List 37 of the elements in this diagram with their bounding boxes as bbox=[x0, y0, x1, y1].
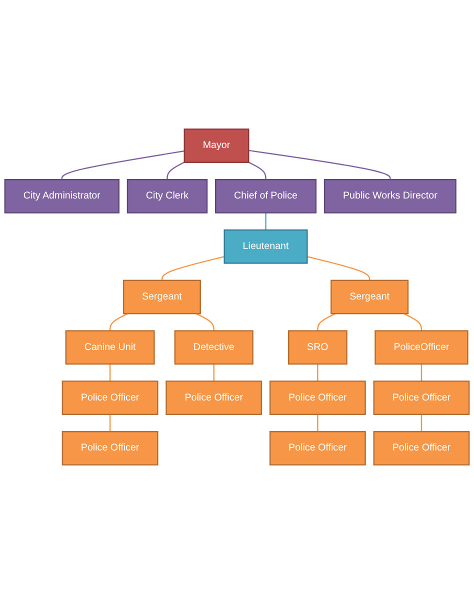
connector bbox=[420, 414, 422, 432]
connector bbox=[248, 162, 266, 180]
node-box: Chief of Police bbox=[215, 178, 317, 214]
connector bbox=[317, 414, 318, 432]
node-box: Police Officer bbox=[373, 380, 470, 416]
node-box: PoliceOfficer bbox=[374, 330, 468, 365]
connector bbox=[109, 313, 128, 331]
connector bbox=[161, 256, 224, 280]
connector bbox=[166, 162, 185, 180]
node-box: Police Officer bbox=[62, 380, 158, 416]
connector bbox=[317, 364, 318, 382]
connector bbox=[403, 313, 422, 331]
connector bbox=[196, 313, 214, 331]
node-box: City Clerk bbox=[126, 178, 208, 214]
node-box: Canine Unit bbox=[65, 330, 155, 365]
node-box: Police Officer bbox=[269, 431, 366, 466]
node-box: SRO bbox=[288, 330, 348, 365]
node-box: Sergeant bbox=[330, 280, 409, 314]
connector bbox=[248, 150, 391, 180]
node-box: City Administrator bbox=[4, 178, 120, 214]
node-box: Detective bbox=[174, 330, 254, 365]
connector bbox=[420, 364, 422, 382]
connector bbox=[307, 256, 370, 280]
node-box: Public Works Director bbox=[324, 178, 456, 214]
node-box: Lieutenant bbox=[224, 229, 308, 264]
connector bbox=[61, 150, 184, 180]
connector bbox=[109, 364, 111, 382]
connector bbox=[265, 212, 266, 230]
node-box: Police Officer bbox=[166, 380, 262, 416]
node-box: Police Officer bbox=[62, 431, 158, 466]
node-box: Mayor bbox=[184, 128, 250, 163]
node-box: Police Officer bbox=[373, 431, 470, 466]
connector bbox=[213, 364, 214, 382]
node-box: Sergeant bbox=[122, 280, 201, 314]
connector bbox=[317, 313, 336, 331]
node-box: Police Officer bbox=[269, 380, 366, 416]
connector bbox=[109, 414, 111, 432]
